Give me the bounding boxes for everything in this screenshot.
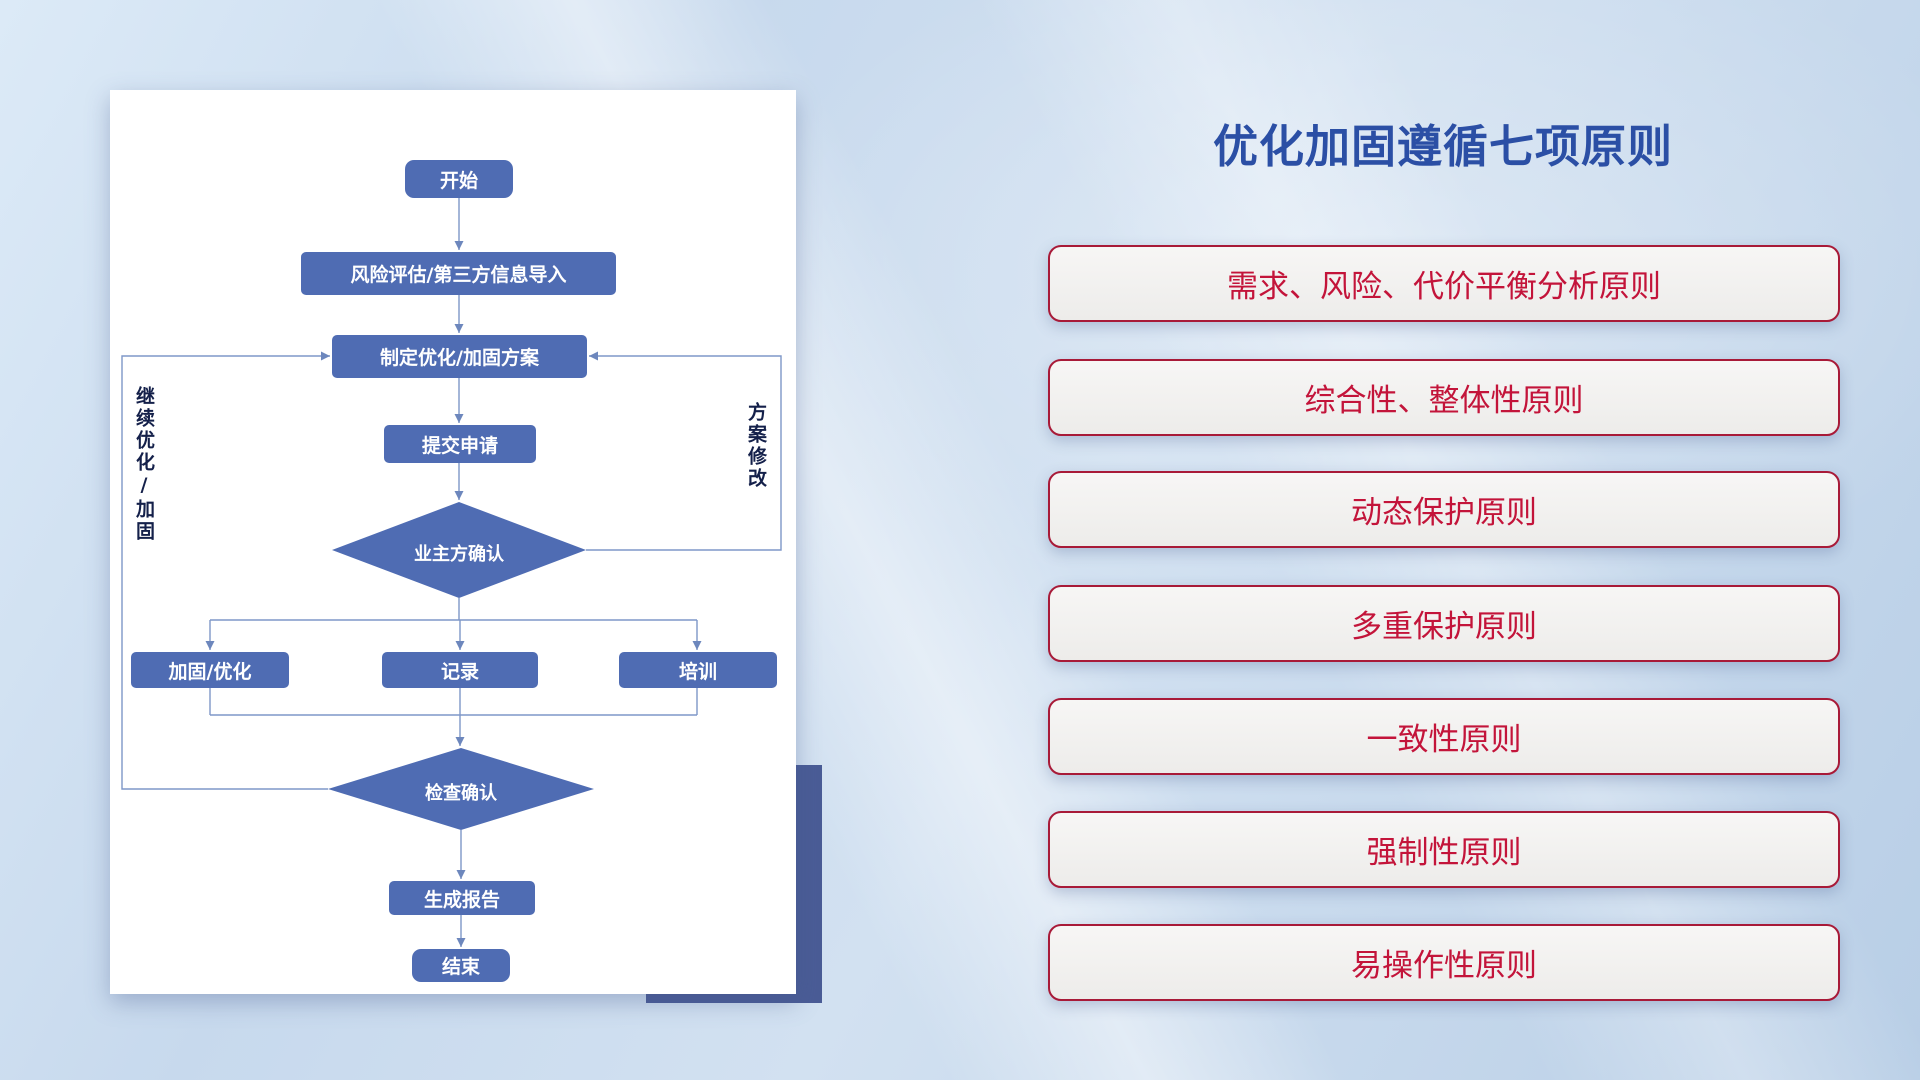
flow-node-make-plan: 制定优化/加固方案 bbox=[332, 335, 587, 378]
flowchart-connectors bbox=[121, 198, 782, 947]
flow-node-training: 培训 bbox=[619, 652, 777, 688]
principle-card-7: 易操作性原则 bbox=[1048, 924, 1840, 1001]
flow-node-harden: 加固/优化 bbox=[131, 652, 289, 688]
flow-node-record: 记录 bbox=[382, 652, 538, 688]
flow-node-report: 生成报告 bbox=[389, 881, 535, 915]
loop-label-plan-modify: 方案修改 bbox=[745, 402, 767, 490]
flowchart-card: 开始 风险评估/第三方信息导入 制定优化/加固方案 提交申请 业主方确认 加固/… bbox=[110, 90, 796, 994]
decision-owner-confirm-shape bbox=[332, 502, 586, 598]
principle-card-5: 一致性原则 bbox=[1048, 698, 1840, 775]
principle-card-4: 多重保护原则 bbox=[1048, 585, 1840, 662]
flow-decision-owner-confirm: 业主方确认 bbox=[414, 544, 504, 565]
principle-card-6: 强制性原则 bbox=[1048, 811, 1840, 888]
principles-title: 优化加固遵循七项原则 bbox=[1212, 120, 1673, 173]
flow-node-risk-import: 风险评估/第三方信息导入 bbox=[301, 252, 616, 295]
loop-label-continue-optimize: 继续优化/加固 bbox=[133, 386, 155, 543]
principle-card-3: 动态保护原则 bbox=[1048, 471, 1840, 548]
flow-node-end: 结束 bbox=[412, 949, 510, 982]
principle-card-2: 综合性、整体性原则 bbox=[1048, 359, 1840, 436]
principle-card-1: 需求、风险、代价平衡分析原则 bbox=[1048, 245, 1840, 322]
flow-node-start: 开始 bbox=[405, 160, 513, 198]
flow-decision-check-confirm: 检查确认 bbox=[425, 783, 497, 804]
flow-node-submit: 提交申请 bbox=[384, 425, 536, 463]
decision-check-confirm-shape bbox=[328, 748, 594, 830]
